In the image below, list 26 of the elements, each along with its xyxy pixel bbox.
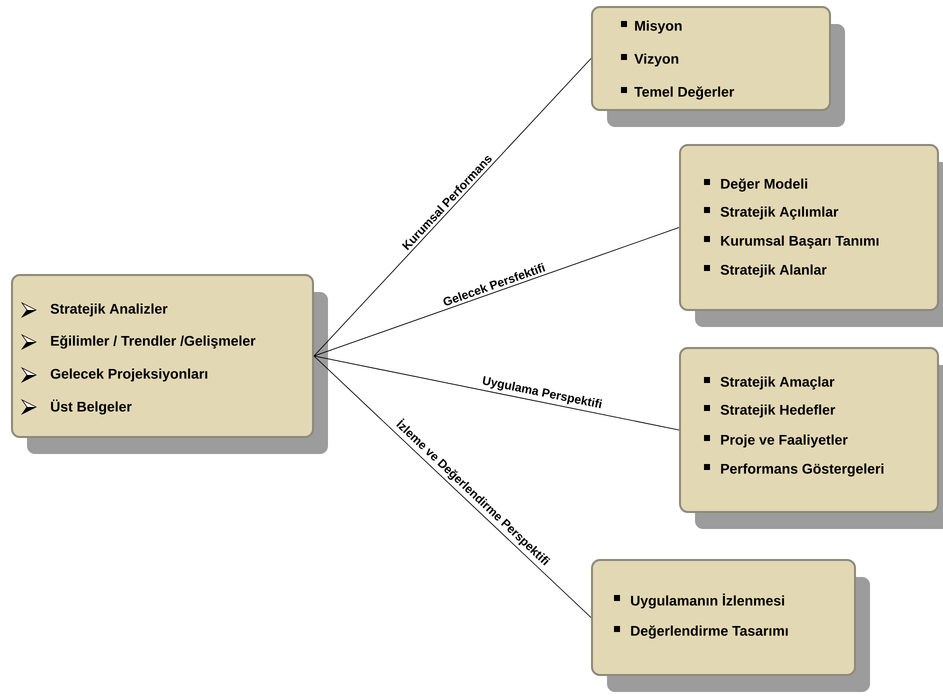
list-item: Eğilimler / Trendler /Gelişmeler	[51, 335, 256, 349]
list-box	[679, 347, 943, 529]
list-item: Misyon	[635, 20, 682, 34]
list-item: Stratejik Analizler	[50, 303, 168, 317]
list-item: Stratejik Alanlar	[720, 264, 827, 278]
connector-line	[314, 356, 592, 618]
list-item: Proje ve Faaliyetler	[721, 434, 848, 448]
list-box	[679, 144, 943, 327]
connector-line	[314, 356, 680, 430]
list-item: Performans Göstergeleri	[721, 463, 884, 477]
list-box	[591, 6, 845, 127]
list-item: Stratejik Hedefler	[720, 404, 836, 418]
list-item: Stratejik Amaçlar	[720, 376, 834, 390]
list-item: Vizyon	[634, 53, 678, 67]
list-item: Gelecek Projeksiyonları	[50, 368, 208, 382]
connector-line	[314, 58, 592, 356]
list-item: Uygulamanın İzlenmesi	[631, 594, 784, 608]
list-item: Değerlendirme Tasarımı	[631, 625, 788, 639]
list-box	[591, 559, 870, 692]
list-box	[11, 274, 328, 454]
list-item: Stratejik Açılımlar	[720, 206, 838, 220]
list-item: Kurumsal Başarı Tanımı	[721, 235, 878, 249]
list-item: Temel Değerler	[634, 86, 734, 100]
list-item: Değer Modeli	[721, 178, 808, 192]
connector-line	[314, 227, 680, 356]
list-item: Üst Belgeler	[51, 400, 132, 414]
